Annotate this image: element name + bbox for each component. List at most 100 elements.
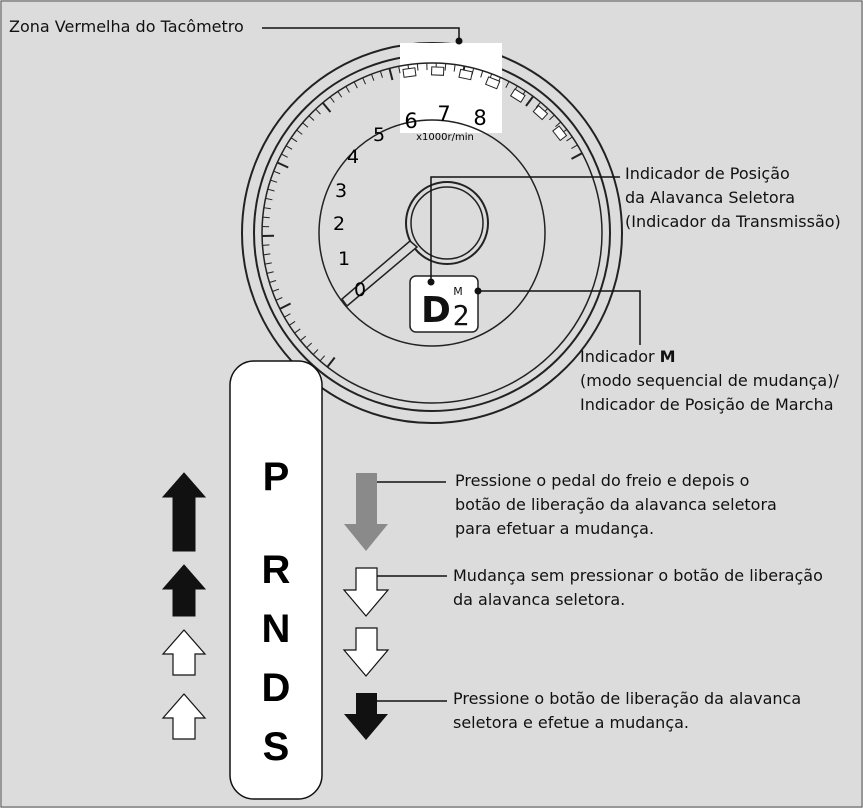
tick-mark [319, 355, 326, 362]
tick-mark [353, 81, 358, 89]
gate-r: R [262, 548, 291, 592]
tick-mark [269, 280, 277, 284]
note1-line2: botão de liberação da alavanca seletora [455, 495, 777, 514]
tick-mark [505, 81, 510, 88]
shift-gate-panel [229, 360, 323, 800]
tick-mark [444, 63, 447, 71]
label-redzone: Zona Vermelha do Tacômetro [9, 17, 244, 36]
tick-mark [566, 136, 573, 142]
leader-position-indicator [430, 176, 620, 282]
gauge-number-1: 1 [338, 248, 350, 270]
gauge-number-0: 0 [354, 279, 366, 301]
note2-line1: Mudança sem pressionar o botão de libera… [453, 566, 823, 585]
redzone-block [402, 67, 417, 78]
redzone-block [509, 88, 526, 103]
label-position-indicator-2: da Alavanca Seletora [625, 188, 796, 207]
tick-mark [281, 153, 288, 158]
label-position-indicator-3: (Indicador da Transmissão) [625, 212, 841, 231]
tick-mark [263, 207, 271, 210]
redzone-block [431, 66, 445, 76]
gauge-number-3: 3 [335, 180, 347, 202]
redzone-block [552, 125, 568, 142]
m-indicator-prefix: Indicador [580, 347, 660, 366]
tick-mark [362, 77, 366, 85]
tick-mark [535, 101, 541, 108]
gate-d: D [262, 666, 291, 710]
note1-line1: Pressione o pedal do freio e depois o [455, 471, 750, 490]
tick-mark [273, 170, 281, 175]
tick-mark [398, 66, 401, 74]
tick-mark [275, 297, 283, 301]
label-m-indicator-3: Indicador de Posição de Marcha [580, 395, 834, 414]
arrow-up-outline-1 [161, 629, 207, 676]
arrow-up-outline-2 [161, 693, 207, 740]
arrow-down-outline-2 [342, 627, 390, 677]
tick-mark [263, 253, 271, 256]
leader-lines [262, 27, 641, 702]
gauge-number-7: 7 [437, 102, 450, 126]
tick-mark [326, 356, 336, 368]
arrow-down-gray [344, 473, 388, 551]
dot-m [474, 287, 482, 295]
tick-mark [262, 216, 270, 219]
tick-mark [370, 73, 375, 81]
arrow-up-dark [161, 564, 207, 617]
tick-mark [300, 335, 307, 341]
tick-mark [453, 64, 456, 72]
tick-mark [279, 302, 292, 310]
tick-mark [267, 188, 275, 192]
gate-n: N [262, 607, 291, 651]
tick-mark [571, 152, 583, 160]
tick-mark [329, 96, 335, 103]
needle-hub-inner [410, 186, 484, 260]
arrow-down-dark [344, 693, 388, 740]
tick-mark [276, 161, 289, 169]
tick-mark [294, 328, 301, 334]
dot-redzone [455, 37, 463, 45]
display-gear-letter: D [421, 290, 451, 331]
tick-mark [296, 129, 303, 135]
gate-s: S [263, 725, 290, 769]
tick-mark [312, 349, 319, 355]
tick-mark [345, 86, 350, 93]
redzone-block [484, 76, 501, 90]
gauge-unit-label: x1000r/min [416, 132, 474, 143]
leader-redzone [262, 27, 460, 41]
tick-mark [480, 70, 484, 78]
display-gear-number: 2 [453, 299, 470, 332]
tick-mark [302, 122, 309, 128]
tick-mark [264, 262, 272, 265]
tachometer: D M 2 0 1 2 3 4 5 6 7 8 x1000r/min [241, 42, 623, 424]
redzone-highlight [400, 43, 502, 133]
tick-mark [337, 91, 343, 98]
tick-mark [288, 321, 296, 326]
tick-mark [388, 68, 394, 81]
redzone-blocks [402, 66, 568, 142]
tick-mark [555, 121, 562, 127]
label-m-indicator-1: Indicador M [580, 346, 676, 368]
note3-line1: Pressione o botão de liberação da alavan… [453, 689, 802, 708]
gauge-number-4: 4 [347, 146, 359, 168]
dot-position [427, 278, 435, 286]
tick-mark [285, 145, 293, 150]
tick-mark [416, 63, 419, 71]
tick-mark [571, 144, 578, 150]
tick-mark [270, 179, 278, 183]
gauge-number-5: 5 [373, 124, 385, 146]
tick-mark [306, 342, 313, 349]
tick-mark [308, 115, 315, 121]
tick-mark [284, 313, 291, 318]
note1-line3: para efetuar a mudança. [455, 519, 655, 538]
gauge-face [261, 62, 603, 404]
m-indicator-bold: M [659, 347, 676, 366]
tick-mark [525, 95, 534, 107]
gear-display [409, 275, 479, 333]
label-position-indicator-1: Indicador de Posição [625, 164, 790, 183]
gate-p: P [263, 455, 290, 499]
gauge-number-8: 8 [473, 106, 486, 130]
tick-mark [290, 137, 298, 143]
gauge-number-2: 2 [333, 213, 345, 235]
